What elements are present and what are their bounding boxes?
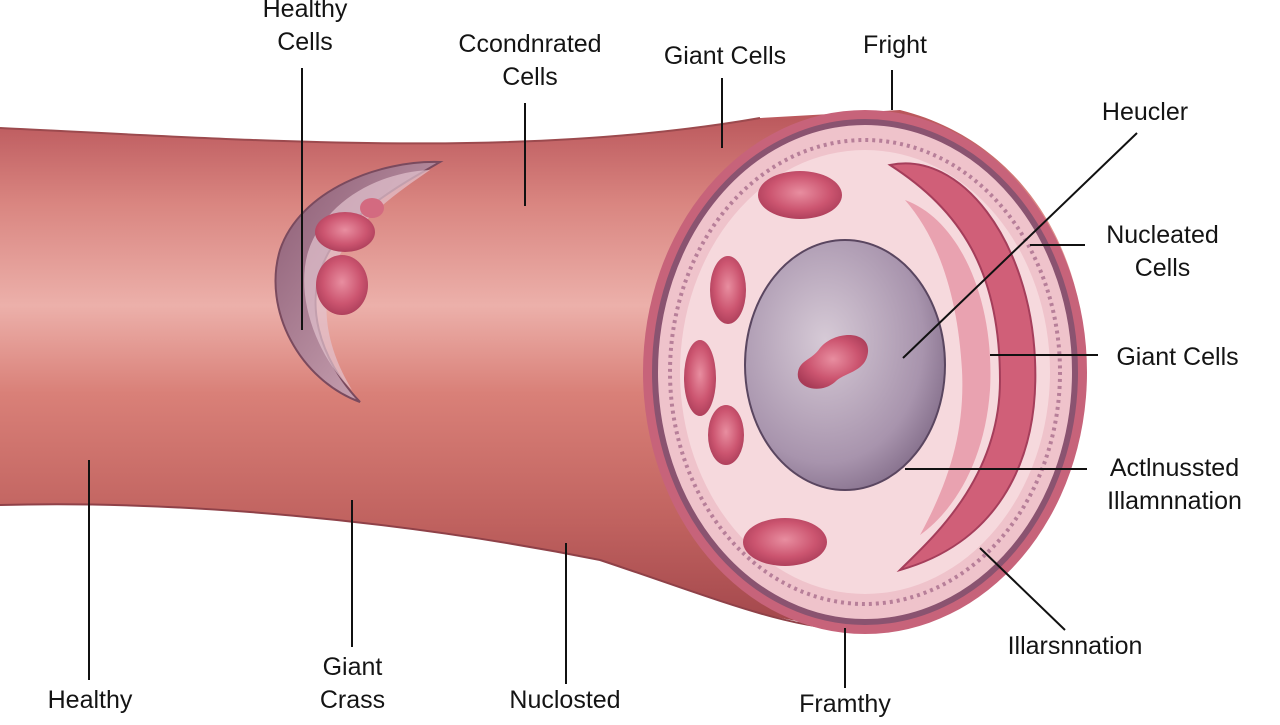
wall-cell xyxy=(710,256,746,324)
vessel-bottom-edge xyxy=(0,503,861,631)
cutaway-cell xyxy=(315,212,375,252)
label-frothy: Framthy xyxy=(799,690,891,718)
label-header: Heucler xyxy=(1101,98,1189,126)
cutaway-cell xyxy=(360,198,384,218)
leader-header xyxy=(902,132,1138,359)
lumen-nucleus xyxy=(797,334,869,389)
inflamed-layer-inner xyxy=(905,200,991,535)
leader-inflammation xyxy=(979,547,1066,631)
label-inflammation: Illarsnnation xyxy=(1007,632,1143,660)
leader-lines xyxy=(88,68,1138,688)
cross-section-band xyxy=(668,138,1062,606)
wall-cell xyxy=(708,405,744,465)
label-activated-inflammation: Actlnussted Illamnnation xyxy=(1107,454,1242,515)
label-fright: Fright xyxy=(863,31,927,59)
label-healthy: Healthy xyxy=(47,686,133,714)
label-healthy-cells: Healthy Cells xyxy=(262,0,348,56)
label-condensed-cells: Ccondnrated Cells xyxy=(458,30,602,91)
wall-cell xyxy=(743,518,827,566)
label-nucleated-bottom: Nuclosted xyxy=(509,686,621,714)
wall-cell xyxy=(684,340,716,416)
cutaway-cell xyxy=(316,255,368,315)
wall-cell xyxy=(758,171,842,219)
label-giant-cells-top: Giant Cells xyxy=(663,42,787,70)
label-giant-cross: Giant Crass xyxy=(319,653,386,714)
vessel-top-edge xyxy=(0,117,761,145)
label-nucleated-cells: Nucleated Cells xyxy=(1106,221,1219,282)
label-giant-cells-right: Giant Cells xyxy=(1116,343,1239,371)
